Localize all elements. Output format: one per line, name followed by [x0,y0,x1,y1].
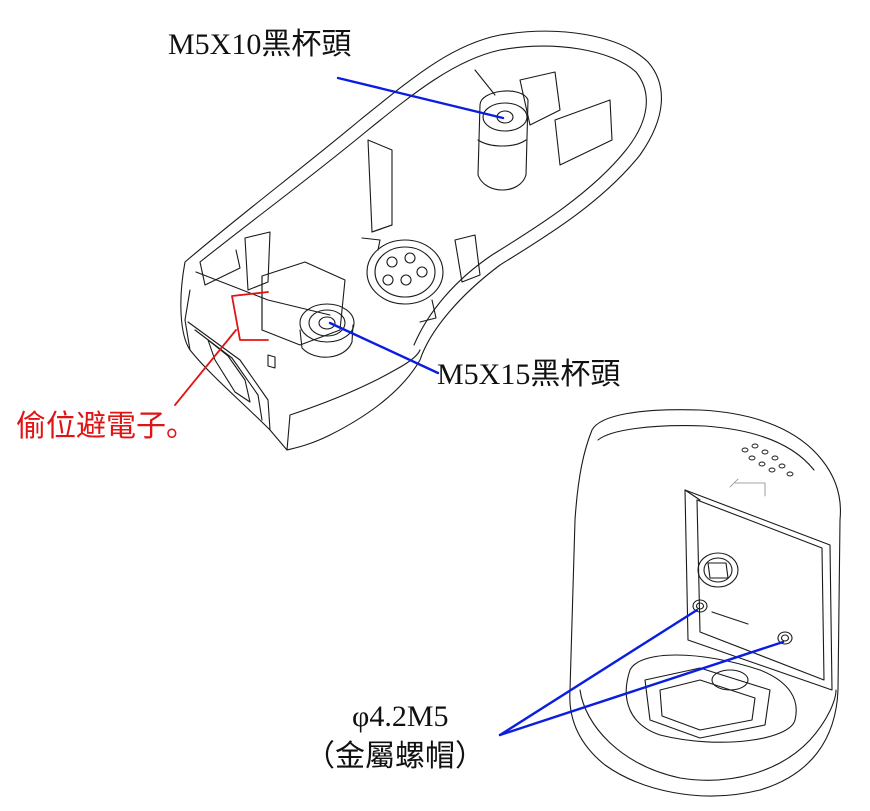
label-nut-type: （金屬螺帽） [305,740,485,773]
label-top-screw: M5X10黑杯頭 [168,28,352,61]
label-offset-note: 偷位避電子。 [16,410,196,443]
end-cap-part [569,409,841,797]
leader-offset-note [174,329,237,406]
offset-bracket [231,291,269,341]
label-mid-screw: M5X15黑杯頭 [437,358,621,391]
leader-top-screw [336,76,505,120]
label-nut-size: φ4.2M5 [352,700,449,733]
housing-shell [180,30,662,451]
leader-nut-right [498,640,785,737]
vent-dots [741,443,794,477]
leader-nut-left [498,608,699,737]
leader-mid-screw [328,321,440,375]
leader-lines [174,76,785,737]
